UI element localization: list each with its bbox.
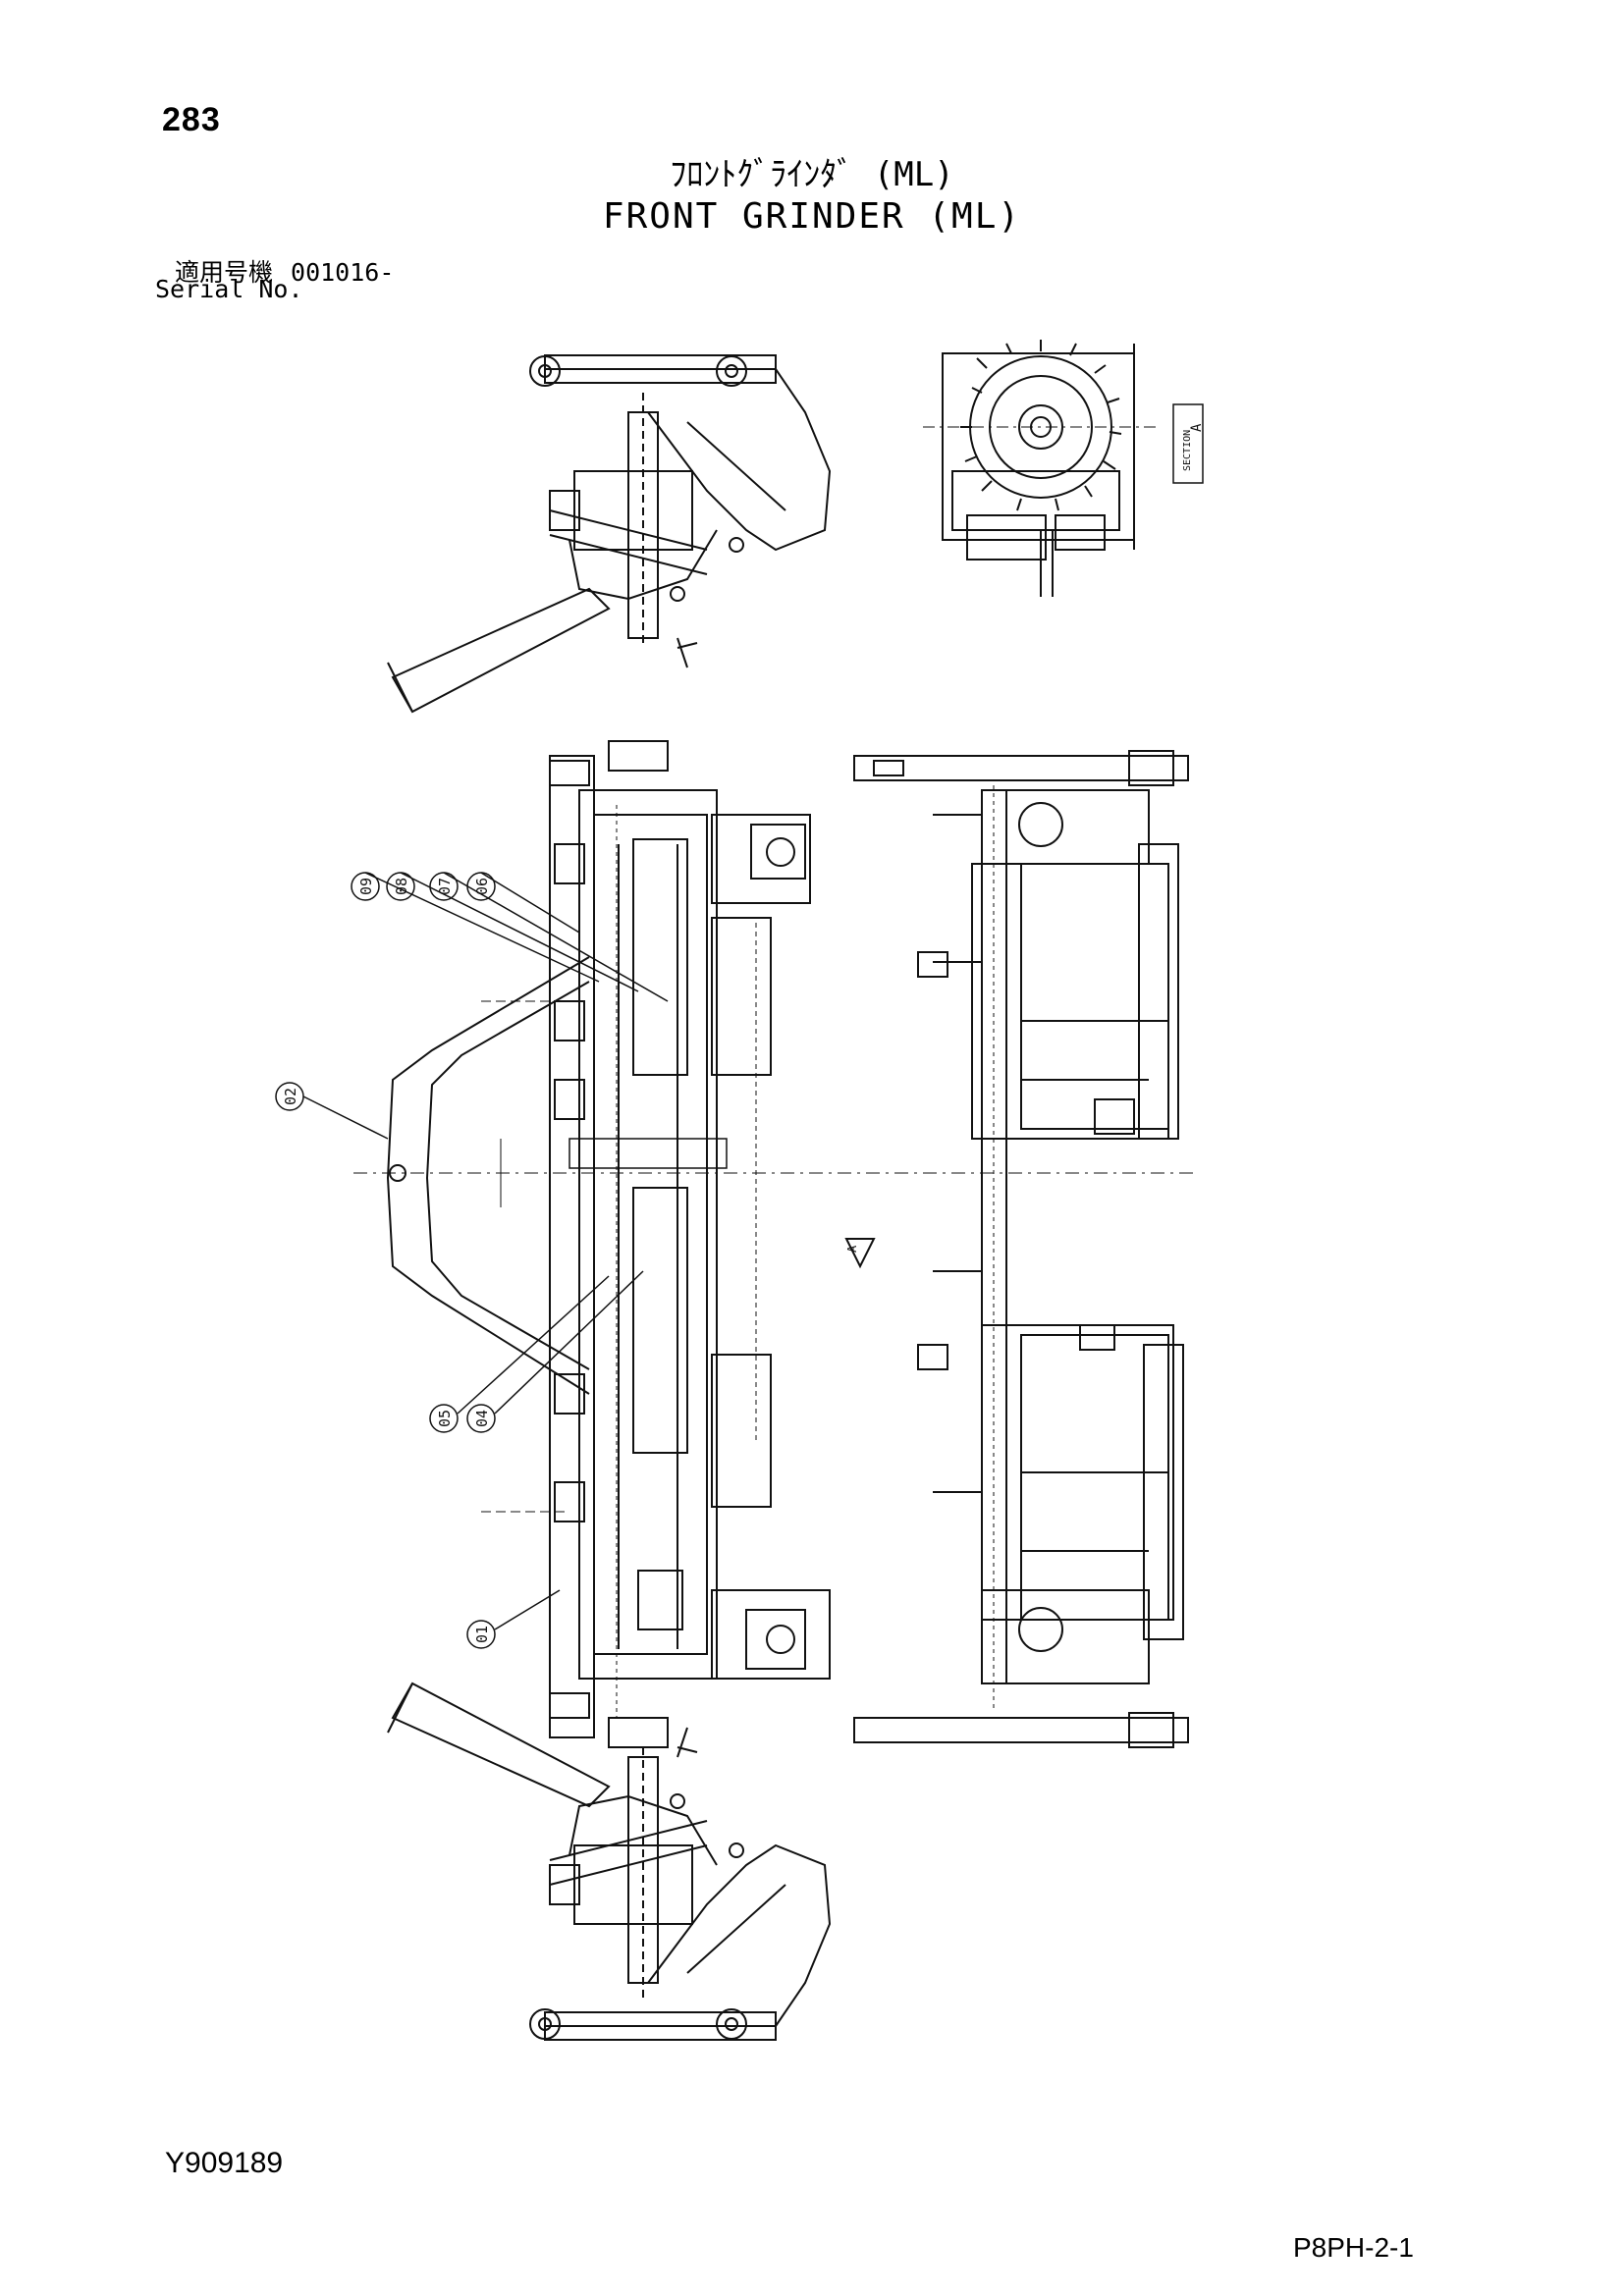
arrow-letter: A xyxy=(845,1245,859,1253)
title-english: FRONT GRINDER (ML) xyxy=(602,196,1022,237)
section-label: SECTION xyxy=(1182,430,1193,471)
callout-09-label: 09 xyxy=(357,878,375,895)
callout-02-label: 02 xyxy=(282,1088,299,1105)
view-direction-arrow: A xyxy=(844,1238,876,1269)
side-view-top xyxy=(387,354,832,714)
callout-04-label: 04 xyxy=(473,1410,491,1427)
page-number: 283 xyxy=(162,101,221,138)
callout-05: 05 xyxy=(429,1404,459,1433)
document-code: Y909189 xyxy=(165,2147,284,2179)
callout-balloons: 09 08 07 06 02 05 04 01 xyxy=(275,872,669,1649)
callout-05-label: 05 xyxy=(436,1410,454,1427)
callout-07: 07 xyxy=(429,872,459,901)
callout-04: 04 xyxy=(466,1404,496,1433)
section-letter: A xyxy=(1189,423,1205,432)
serial-applicability: 適用号機 001016- xyxy=(175,253,411,289)
callout-08-label: 08 xyxy=(393,878,410,895)
serial-label-english: Serial No. xyxy=(155,275,303,303)
title-japanese: ﾌﾛﾝﾄｸﾞﾗｲﾝﾀﾞ (ML) xyxy=(670,155,954,194)
page-reference: P8PH-2-1 xyxy=(1293,2232,1414,2263)
callout-07-label: 07 xyxy=(436,878,454,895)
callout-02: 02 xyxy=(275,1082,304,1111)
callout-01-label: 01 xyxy=(473,1626,491,1643)
plan-view-main xyxy=(353,740,1198,1748)
callout-06: 06 xyxy=(466,872,496,901)
section-a-view: SECTION A xyxy=(923,340,1205,597)
side-view-bottom xyxy=(387,1682,832,2041)
serial-number-value: 001016- xyxy=(291,258,395,287)
callout-06-label: 06 xyxy=(473,878,491,895)
callout-01: 01 xyxy=(466,1620,496,1649)
serial-label-japanese: 適用号機 xyxy=(175,258,274,287)
plan-view-right xyxy=(853,750,1189,1748)
